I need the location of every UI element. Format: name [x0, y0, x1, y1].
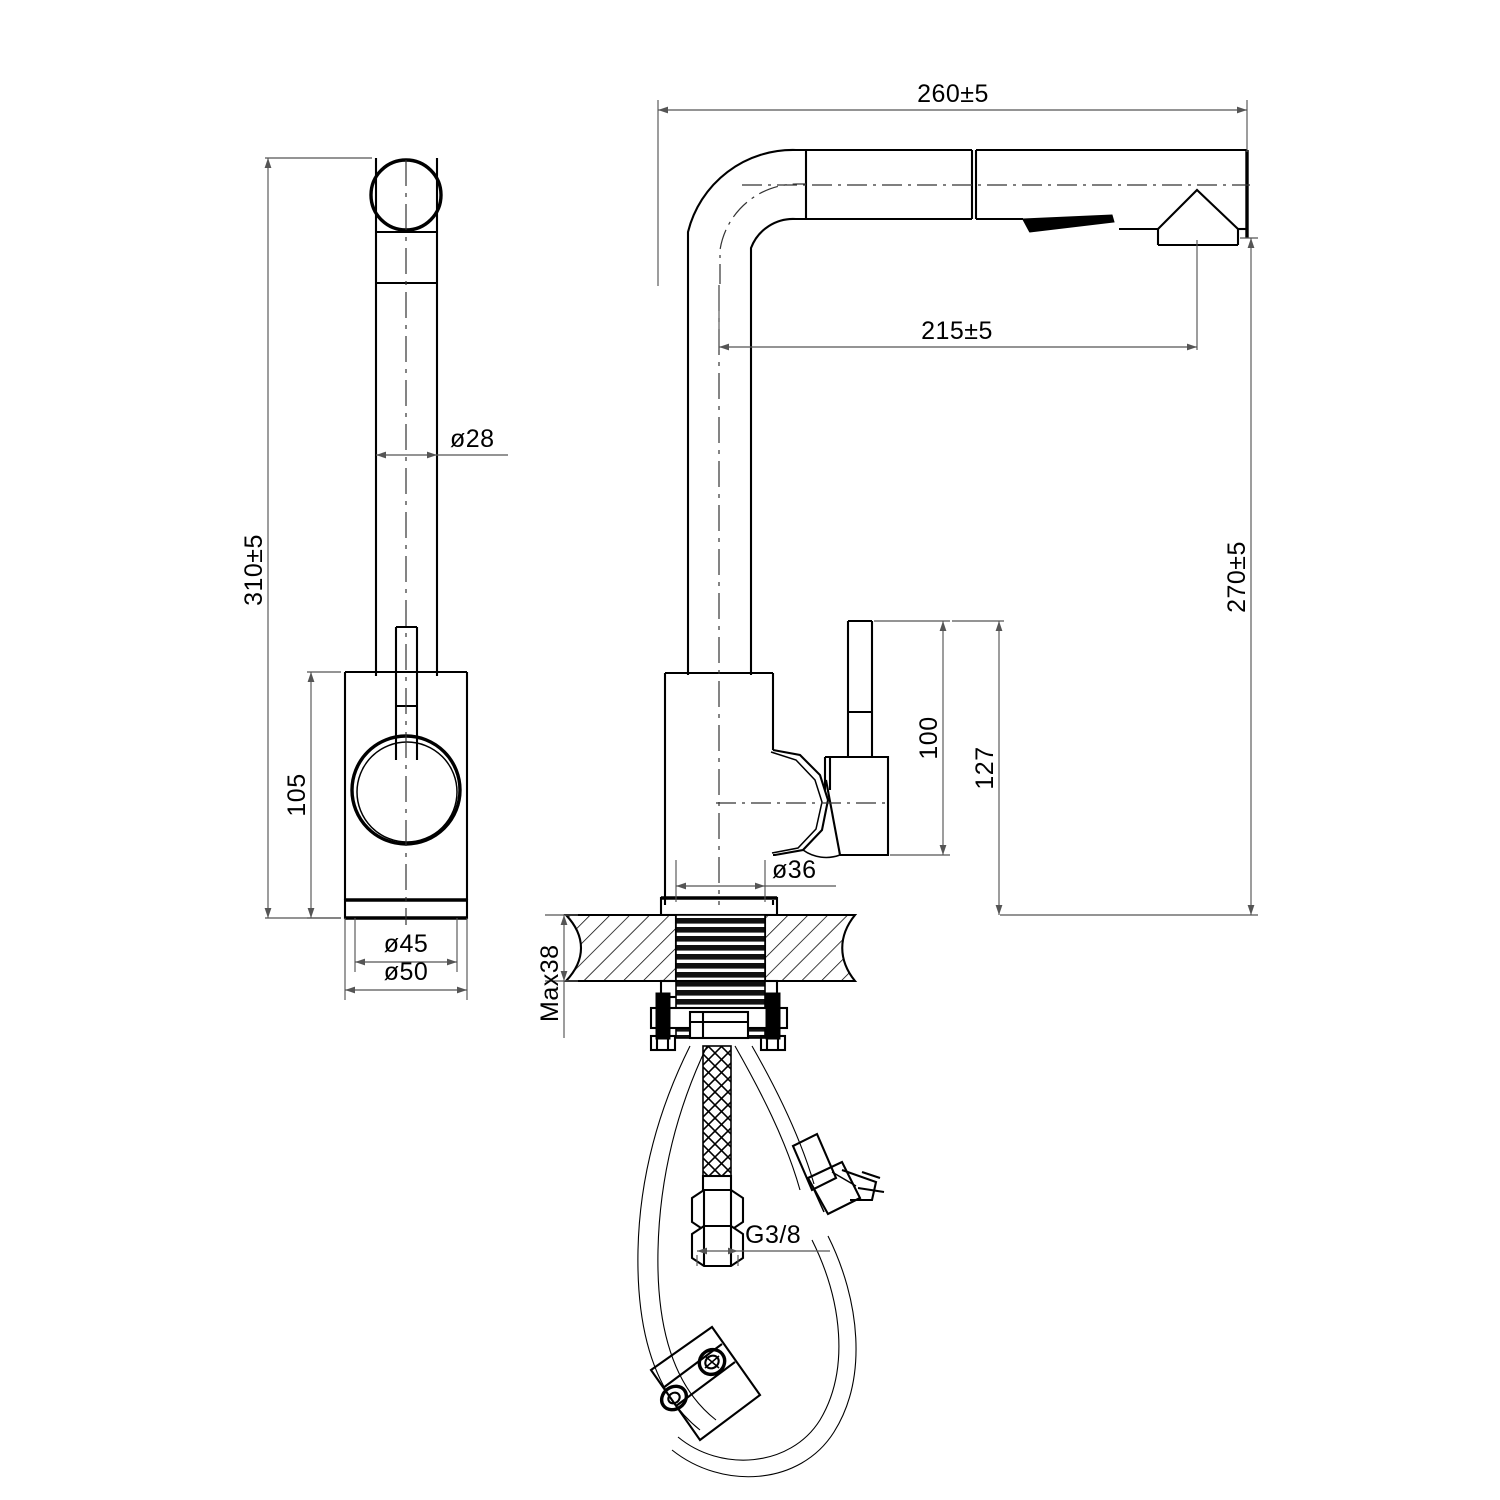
- hose-quick-connector: [791, 1132, 885, 1216]
- spray-toggle-lever[interactable]: [1022, 214, 1115, 233]
- right-view-dimensions: 260±5 215±5 270±5 100 127: [536, 80, 1258, 1266]
- dim-105-label: 105: [283, 773, 311, 816]
- dim-100-label: 100: [915, 716, 943, 759]
- left-side-view: [343, 158, 469, 925]
- dim-50-label: ø50: [384, 958, 429, 986]
- braided-hose-main: [701, 1045, 733, 1200]
- dim-215-label: 215±5: [921, 317, 993, 345]
- counter-slab-left: [563, 913, 678, 983]
- body-cylinder-side: [343, 670, 469, 900]
- hose-hex-nuts: [690, 1188, 745, 1268]
- threaded-shank-upper: [675, 914, 766, 982]
- dim-36-label: ø36: [772, 856, 817, 884]
- dim-127-label: 127: [971, 746, 999, 789]
- right-front-view: [563, 148, 1250, 1478]
- dim-260-label: 260±5: [917, 80, 989, 108]
- dim-max38-label: Max38: [536, 944, 564, 1022]
- handle-lever-arm: [846, 619, 874, 757]
- left-view-dimensions: 310±5 ø28 105 ø45 ø50: [240, 157, 508, 1000]
- counterweight-block: [649, 1325, 762, 1442]
- dim-28-label: ø28: [450, 425, 495, 453]
- dim-270-label: 270±5: [1223, 541, 1251, 613]
- dim-310-label: 310±5: [240, 534, 268, 606]
- handle-ring-inner: [356, 741, 458, 843]
- handle-hub: [770, 748, 890, 859]
- dim-45-label: ø45: [384, 930, 429, 958]
- mounting-hardware: [649, 979, 789, 1052]
- countertop-section: [563, 896, 858, 983]
- spout-bend: [686, 148, 806, 283]
- pullout-spray-head: [974, 148, 1249, 247]
- hose-loops: [637, 1045, 857, 1478]
- counter-slab-right: [763, 913, 858, 983]
- dim-g38-label: G3/8: [745, 1221, 801, 1249]
